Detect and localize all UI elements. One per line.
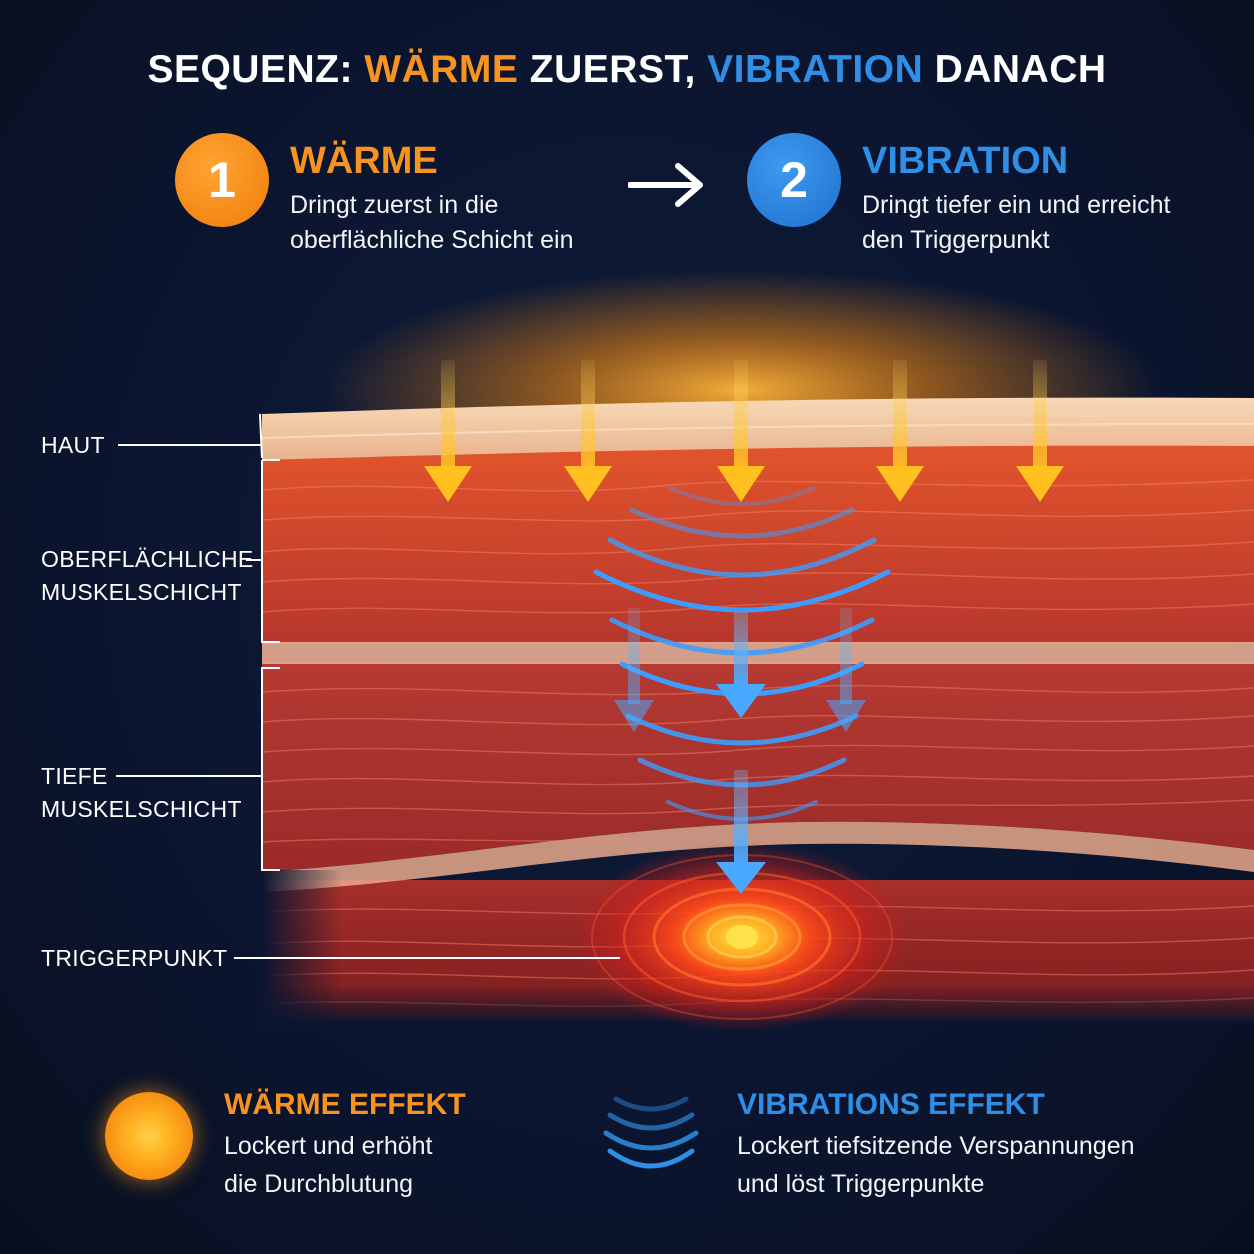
label-superficial-muscle: OBERFLÄCHLICHE MUSKELSCHICHT [41,543,254,609]
legend-line: die Durchblutung [224,1170,414,1198]
label-trigger-point: TRIGGERPUNKT [41,945,228,971]
title-first: ZUERST, [518,48,708,91]
trigger-point-icon [726,925,758,949]
legend-vibration-description: Lockert tiefsitzende Verspannungen und l… [737,1127,1135,1203]
label-deep-muscle: TIEFE MUSKELSCHICHT [41,760,242,826]
vibration-waves [593,486,891,821]
title-after: DANACH [923,48,1107,91]
vibration-arrows [614,608,866,894]
deep-fascia [262,821,1254,892]
step-heading: VIBRATION [862,140,1069,182]
heat-circle-icon [105,1092,193,1180]
title-sequence: SEQUENZ: [147,48,365,91]
legend-heat-description: Lockert und erhöht die Durchblutung [224,1127,432,1203]
heat-arrows [424,360,1064,502]
label-line: OBERFLÄCHLICHE [41,546,254,572]
deep-muscle-layer [262,662,1254,872]
label-line: MUSKELSCHICHT [41,796,242,822]
title-vibration: VIBRATION [707,48,924,91]
step-number-badge: 2 [747,133,841,227]
skin-layer [262,397,1254,460]
step-description: Dringt zuerst in die oberflächliche Schi… [290,188,650,258]
legend-vibration-heading: VIBRATIONS EFFEKT [737,1088,1045,1121]
step-description-line: Dringt zuerst in die [290,191,499,219]
label-line: MUSKELSCHICHT [41,579,242,605]
legend-line: und löst Triggerpunkte [737,1170,985,1198]
step-description-line: Dringt tiefer ein und erreicht [862,191,1171,219]
label-line: TIEFE [41,763,108,789]
page-title: SEQUENZ: WÄRME ZUERST, VIBRATION DANACH [0,48,1254,92]
arrow-right-icon [628,163,703,207]
legend-line: Lockert tiefsitzende Verspannungen [737,1132,1135,1160]
step-heading: WÄRME [290,140,438,182]
label-connectors [116,413,620,959]
step-description-line: den Triggerpunkt [862,226,1050,254]
skin-line [261,423,1254,439]
vibration-waves-icon [603,1096,699,1169]
step-number-badge: 1 [175,133,269,227]
label-skin: HAUT [41,432,105,458]
superficial-muscle-layer [262,441,1254,644]
legend-heat-heading: WÄRME EFFEKT [224,1088,466,1121]
step-description: Dringt tiefer ein und erreicht den Trigg… [862,188,1242,258]
title-heat: WÄRME [364,48,519,91]
step-description-line: oberflächliche Schicht ein [290,226,574,254]
legend-line: Lockert und erhöht [224,1132,433,1160]
